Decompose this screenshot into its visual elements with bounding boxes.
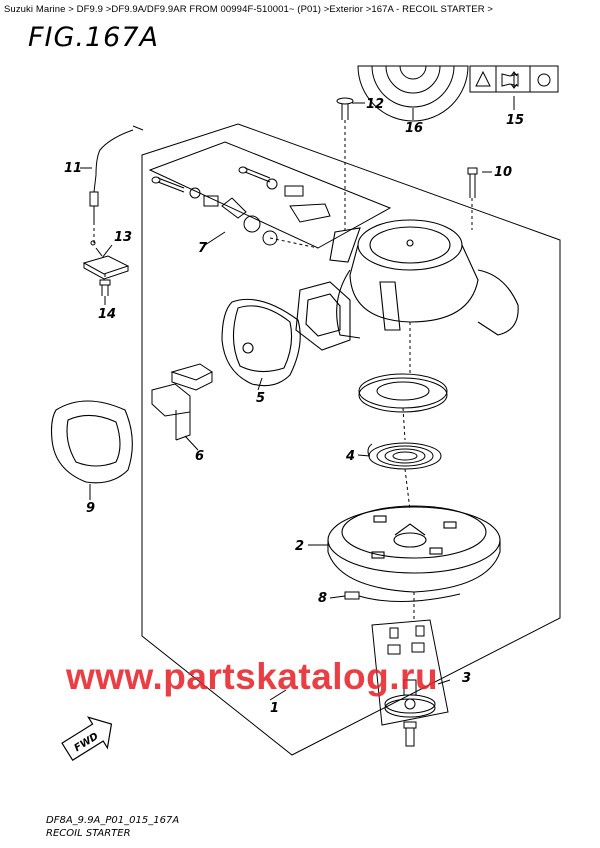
spring-cover: [358, 373, 448, 413]
callout-3: 3: [462, 671, 471, 686]
watermark-text: www.partskatalog.ru: [66, 656, 439, 697]
callout-9: 9: [86, 501, 95, 516]
fwd-arrow-icon: FWD: [61, 716, 113, 761]
cable-bracket: [82, 240, 130, 280]
reel: [327, 505, 501, 593]
callout-13: 13: [114, 230, 132, 245]
callout-labels: 1 2 3 4 5 6 7 8 9 10 11 12 13 14 15 16: [64, 97, 524, 716]
fastener-12: [336, 97, 354, 120]
callout-11: 11: [64, 161, 82, 176]
callout-2: 2: [295, 539, 304, 554]
callout-leaders: [80, 96, 515, 701]
handle-grip: [50, 400, 133, 484]
callout-12: 12: [366, 97, 384, 112]
screw-14: [99, 279, 111, 296]
figure-name: RECOIL STARTER: [46, 828, 131, 839]
callout-5: 5: [256, 391, 265, 406]
choke-cable: [89, 125, 144, 222]
figure-code: DF8A_9.9A_P01_015_167A: [46, 815, 180, 826]
kit-7-parts: [151, 166, 331, 246]
figure-title: FIG.167A: [28, 22, 160, 53]
leader-lines: [93, 120, 473, 620]
starter-handle: [221, 298, 301, 387]
callout-6: 6: [195, 449, 204, 464]
breadcrumb: Suzuki Marine > DF9.9 >DF9.9A/DF9.9AR FR…: [4, 4, 494, 15]
recoil-spring: [367, 442, 442, 470]
callout-10: 10: [494, 165, 512, 180]
callout-7: 7: [198, 241, 208, 256]
callout-4: 4: [345, 449, 355, 464]
callout-15: 15: [506, 113, 524, 128]
callout-1: 1: [270, 701, 279, 716]
starter-housing: [295, 219, 519, 351]
decal-16: [357, 65, 469, 122]
callout-14: 14: [98, 307, 116, 322]
caution-label-15: [469, 65, 559, 93]
assembly-frame: [141, 123, 561, 756]
callout-16: 16: [405, 121, 423, 136]
handle-insert: [151, 363, 213, 441]
pawl-kit: [371, 619, 449, 747]
kit-frame: [148, 141, 392, 249]
bolt-10: [467, 167, 478, 198]
callout-8: 8: [318, 591, 327, 606]
starter-rope: [344, 591, 461, 603]
